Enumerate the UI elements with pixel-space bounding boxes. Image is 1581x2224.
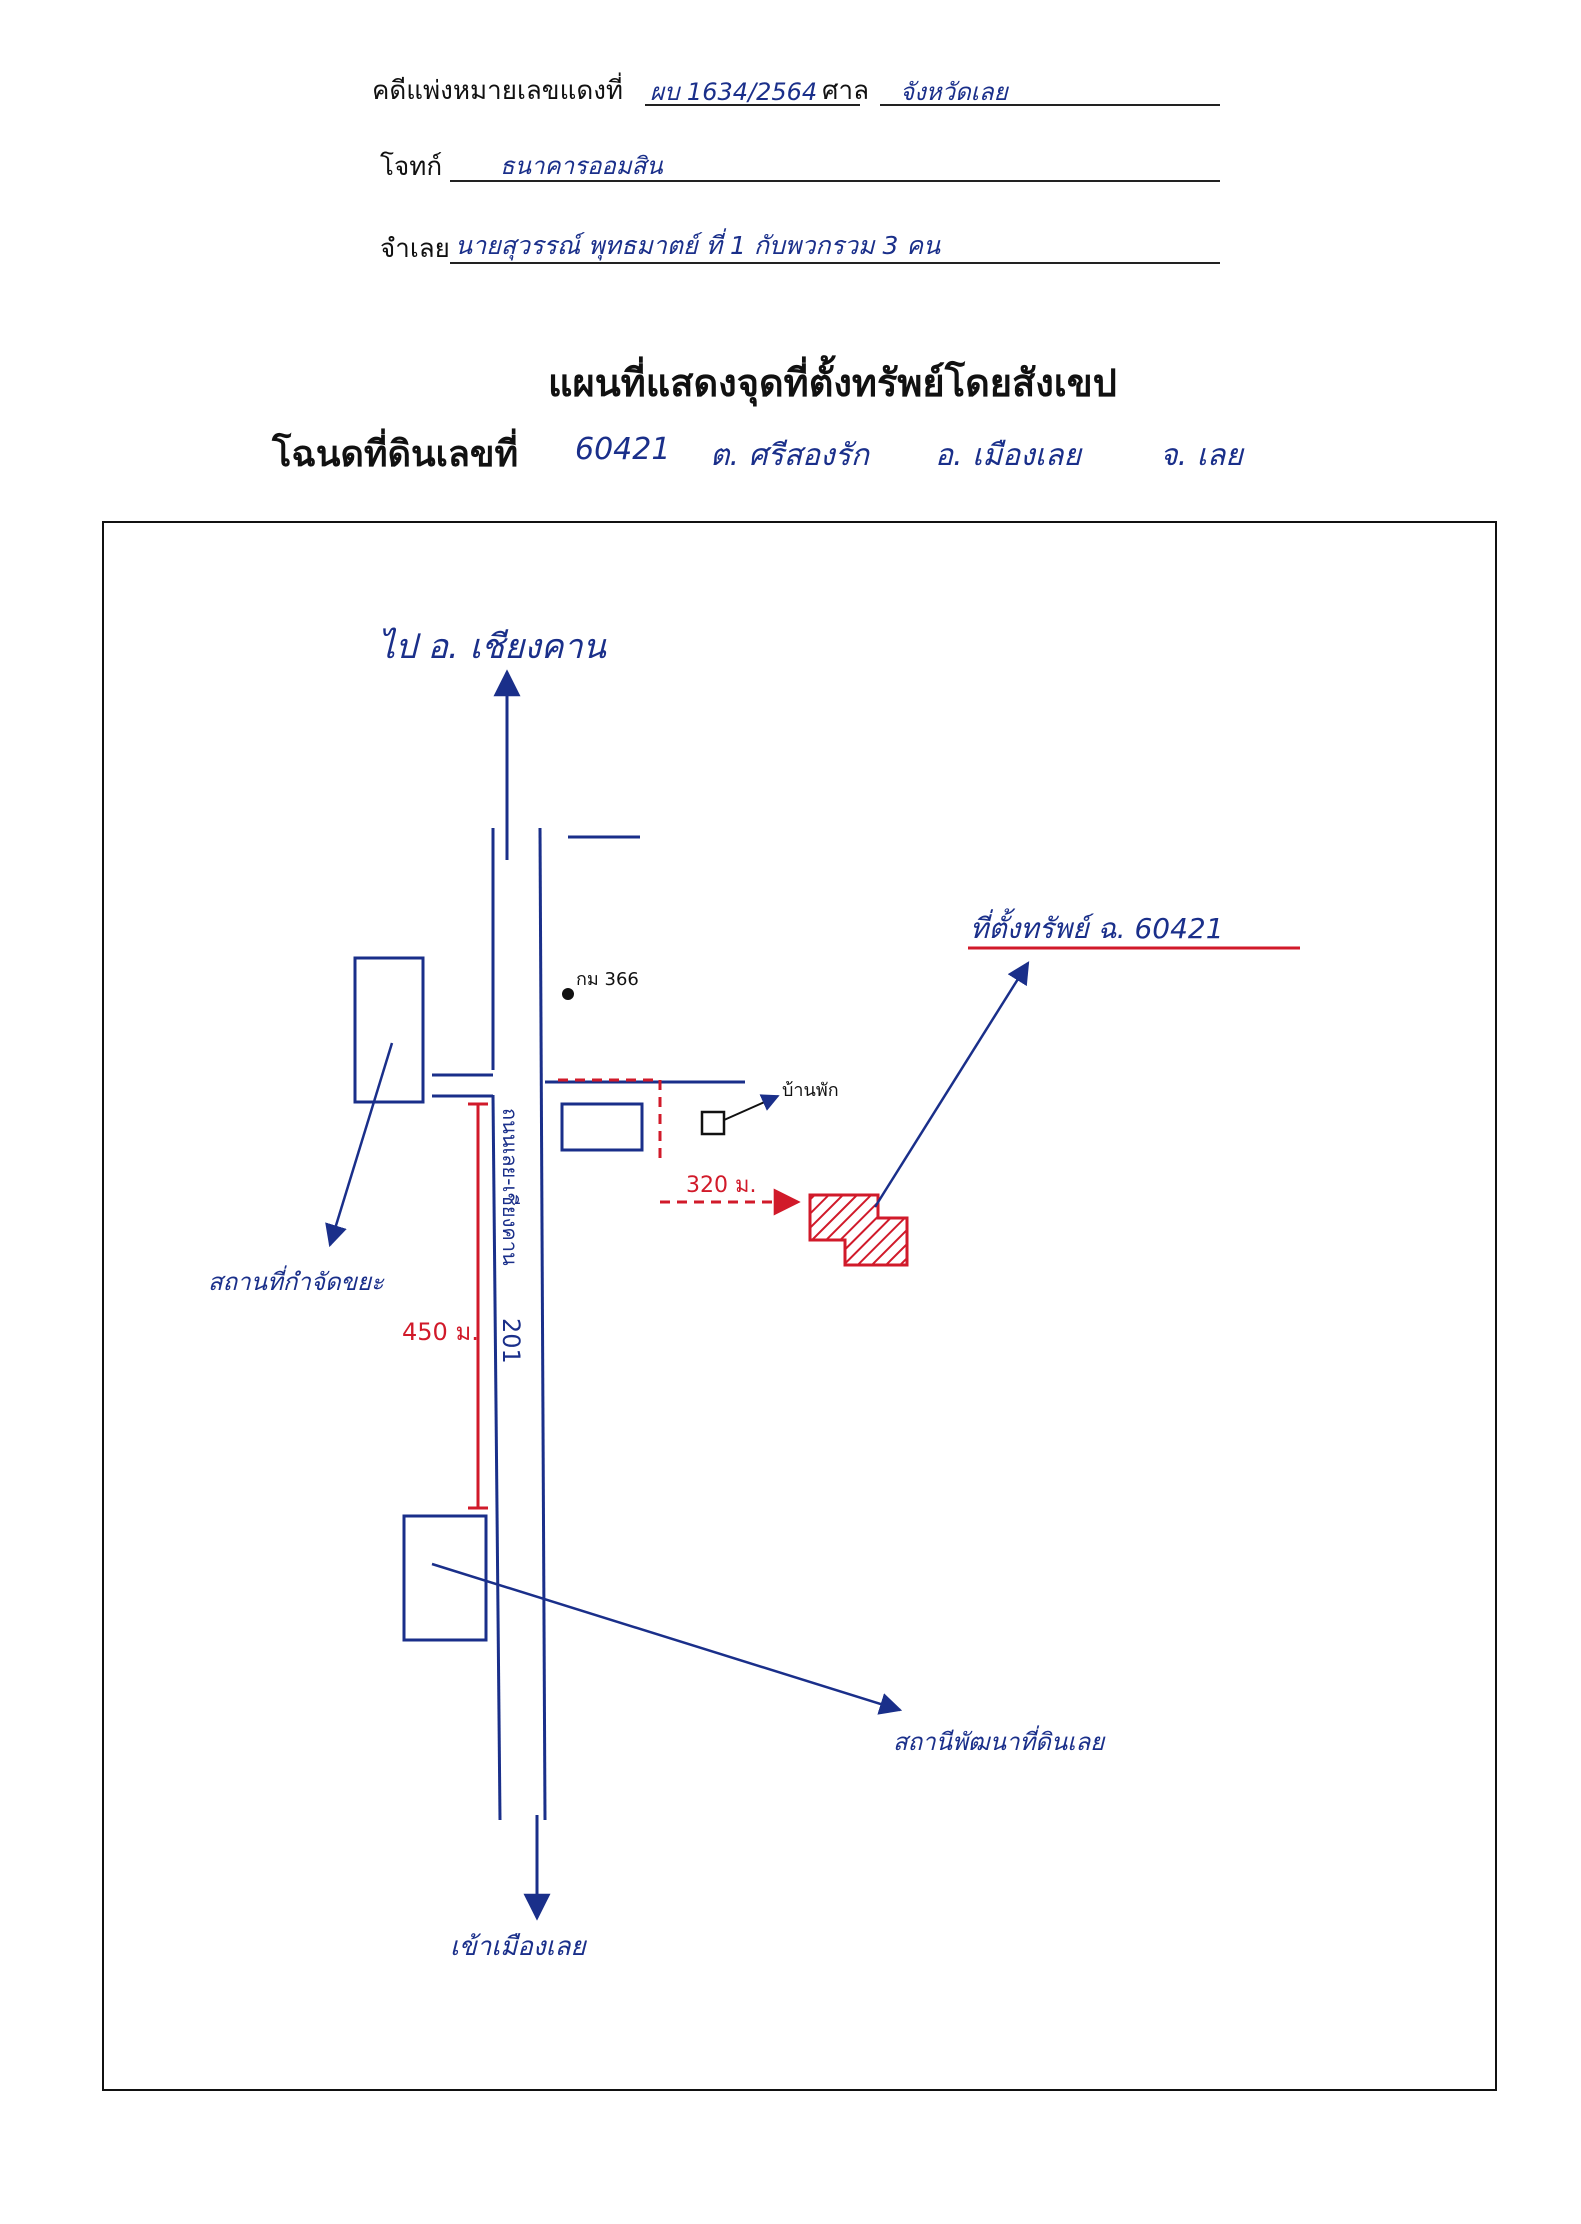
map-frame: [102, 521, 1497, 2091]
waste-station-pointer: [325, 1042, 394, 1248]
property-parcel: [808, 1193, 909, 1267]
to-south-label: เข้าเมืองเลย: [450, 1932, 587, 1962]
defendant-line: [450, 262, 1220, 264]
deed-number: 60421: [575, 432, 671, 467]
defendant-label: จำเลย: [380, 234, 450, 264]
loei-station-label: สถานีพัฒนาที่ดินเลย: [893, 1725, 1106, 1756]
case-number-line: [645, 104, 860, 106]
distance-road-label: 450 ม.: [402, 1318, 479, 1346]
road-number-label: 201: [497, 1318, 525, 1364]
waste-station-building: [353, 956, 425, 1104]
case-number-value: ผบ 1634/2564: [650, 78, 818, 106]
house-label: บ้านพัก: [782, 1080, 839, 1101]
road-name-label: ถนนเลย-เชียงคาน: [498, 1108, 522, 1266]
deed-district: อ. เมืองเลย: [935, 438, 1082, 473]
road-edge-left-lower: [491, 1094, 502, 1821]
court-label: ศาล: [822, 76, 870, 106]
court-value: จังหวัดเลย: [900, 78, 1008, 106]
roadside-building: [560, 1102, 644, 1152]
court-line: [880, 104, 1220, 106]
defendant-value: นายสุวรรณ์ พุทธมาตย์ ที่ 1 กับพวกรวม 3 ค…: [455, 231, 941, 260]
case-number-label: คดีแพ่งหมายเลขแดงที่: [372, 76, 624, 106]
house-box: [700, 1110, 726, 1136]
loei-station-pointer: [431, 1562, 903, 1715]
to-north-label: ไป อ. เชียงคาน: [378, 627, 607, 667]
page-title: แผนที่แสดงจุดที่ตั้งทรัพย์โดยสังเขป: [548, 360, 1117, 405]
deed-label: โฉนดที่ดินเลขที่: [272, 433, 519, 475]
road-edge-right: [538, 827, 547, 1821]
property-access-dashed: [558, 1078, 662, 1160]
plaintiff-value: ธนาคารออมสิน: [500, 152, 663, 180]
house-pointer: [723, 1094, 780, 1121]
deed-subdistrict: ต. ศรีสองรัก: [710, 438, 869, 473]
km-marker-dot: [562, 988, 574, 1000]
loei-station-building: [402, 1514, 488, 1642]
waste-station-label: สถานที่กำจัดขยะ: [208, 1265, 385, 1296]
plaintiff-line: [450, 180, 1220, 182]
plaintiff-label: โจทก์: [380, 152, 443, 182]
distance-property-label: 320 ม.: [686, 1173, 756, 1198]
property-pointer: [873, 961, 1030, 1208]
km-marker-label: กม 366: [576, 969, 639, 990]
property-label: ที่ตั้งทรัพย์ ฉ. 60421: [970, 908, 1224, 945]
deed-province: จ. เลย: [1160, 438, 1243, 473]
